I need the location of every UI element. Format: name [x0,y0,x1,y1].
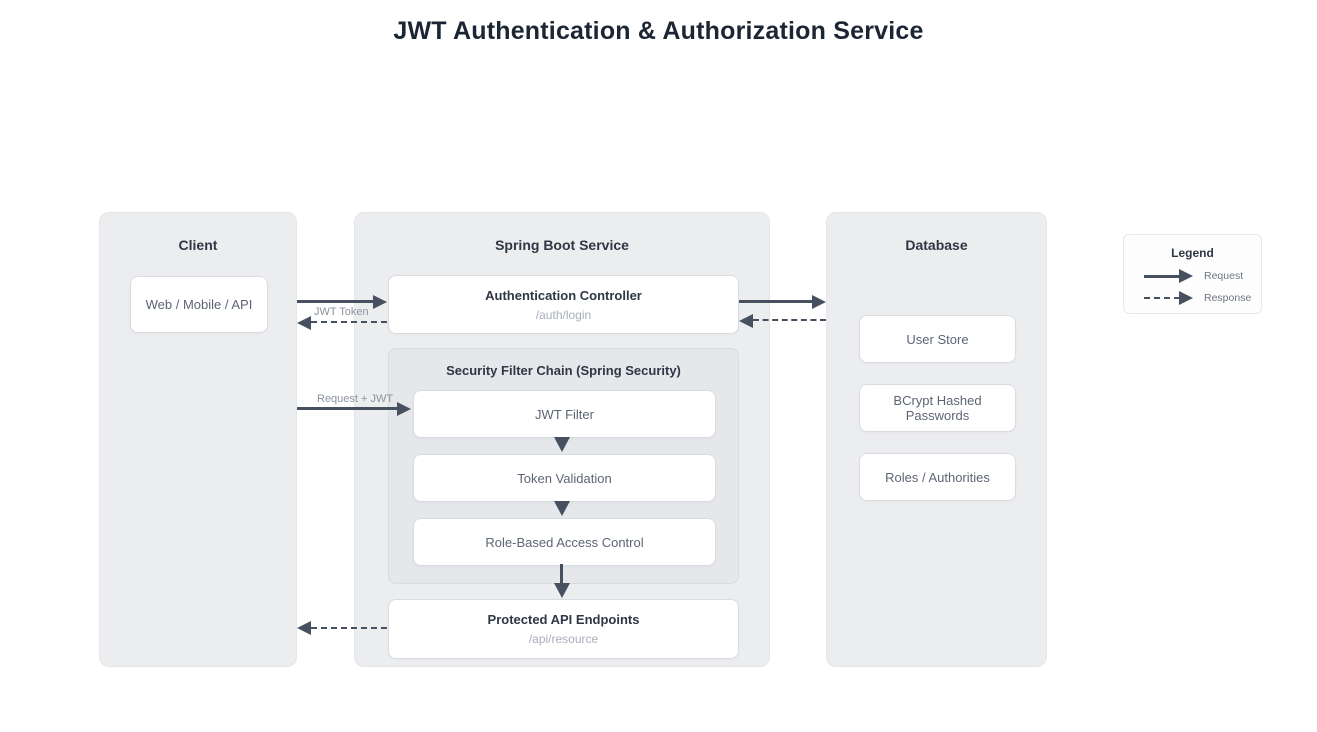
request-arrow-auth-db-head [812,295,826,309]
auth-controller-title: Authentication Controller [485,287,642,303]
flow-arrow-rbac-protected-head [554,583,570,598]
service-title: Spring Boot Service [495,237,629,253]
token-validation-node: Token Validation [413,454,716,502]
legend-response-arrow-line [1144,297,1180,299]
token-validation-label: Token Validation [517,470,612,486]
protected-endpoints-node: Protected API Endpoints /api/resource [388,599,739,659]
jwt-filter-label: JWT Filter [535,406,594,422]
protected-endpoints-path: /api/resource [528,632,599,646]
protected-endpoints-title: Protected API Endpoints [487,612,640,627]
response-arrow-auth-client-head [297,316,311,330]
jwt-token-edge-label: JWT Token [314,306,369,318]
auth-controller-path: /auth/login [535,307,592,322]
request-arrow-client-auth-head [373,295,387,309]
jwt-filter-node: JWT Filter [413,390,716,438]
rbac-node: Role-Based Access Control [413,518,716,566]
response-arrow-db-auth-head [739,314,753,328]
legend-title: Legend [1171,246,1214,260]
client-node: Web / Mobile / API [130,276,268,333]
client-container: Client Web / Mobile / API [99,212,297,667]
request-arrow-client-jwtfilter-head [397,402,411,416]
auth-controller-node: Authentication Controller /auth/login [388,275,739,334]
user-store-label: User Store [906,331,969,347]
legend-request-arrow-line [1144,275,1180,278]
bcrypt-node: BCrypt Hashed Passwords [859,384,1016,432]
legend-request-arrow-head [1179,269,1193,283]
client-node-label: Web / Mobile / API [145,297,253,312]
user-store-node: User Store [859,315,1016,363]
response-arrow-protected-client-head [297,621,311,635]
service-container: Spring Boot Service Authentication Contr… [354,212,770,667]
flow-arrow-rbac-protected-stem [560,564,563,584]
request-arrow-client-auth-line [297,300,374,303]
bcrypt-label: BCrypt Hashed Passwords [893,393,982,423]
page-title: JWT Authentication & Authorization Servi… [393,17,924,45]
legend-box: Legend Request Response [1123,234,1262,314]
flow-arrow-jwtfilter-tokenvalidation [554,437,570,452]
roles-node: Roles / Authorities [859,453,1016,501]
request-jwt-edge-label: Request + JWT [317,393,394,405]
rbac-label: Role-Based Access Control [485,534,644,550]
client-title: Client [178,237,218,253]
filter-chain-group: Security Filter Chain (Spring Security) … [388,348,739,584]
legend-response-arrow-head [1179,291,1193,305]
response-arrow-protected-client-line [311,627,387,629]
legend-request-label: Request [1204,270,1244,282]
roles-label: Roles / Authorities [885,469,990,485]
flow-arrow-tokenvalidation-rbac [554,501,570,516]
legend-response-label: Response [1204,292,1252,304]
response-arrow-db-auth-line [753,319,826,321]
request-arrow-client-jwtfilter-line [297,407,397,410]
response-arrow-auth-client-line [311,321,387,323]
request-arrow-auth-db-line [739,300,812,303]
database-title: Database [905,237,968,253]
database-container: Database User Store BCrypt Hashed Passwo… [826,212,1047,667]
filter-chain-title: Security Filter Chain (Spring Security) [446,363,681,378]
